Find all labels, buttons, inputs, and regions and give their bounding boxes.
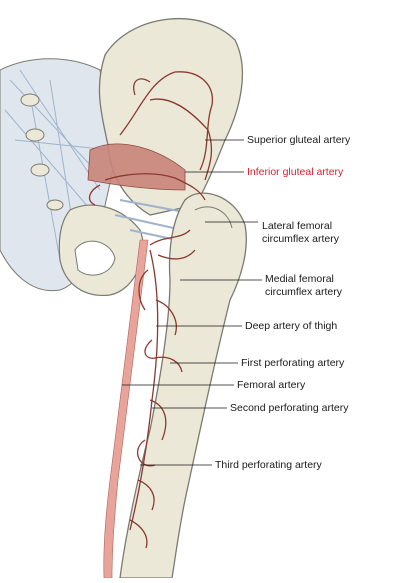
label-lateral-circumflex-line2: circumflex artery (262, 233, 340, 245)
label-inferior-gluteal-artery: Inferior gluteal artery (247, 166, 344, 178)
label-femoral-artery: Femoral artery (237, 379, 306, 391)
label-superior-gluteal-artery: Superior gluteal artery (247, 134, 351, 146)
femur-bone (119, 192, 247, 579)
label-deep-artery-of-thigh: Deep artery of thigh (245, 320, 338, 332)
label-third-perforating-artery: Third perforating artery (215, 459, 322, 471)
label-first-perforating-artery: First perforating artery (241, 357, 345, 369)
label-second-perforating-artery: Second perforating artery (230, 402, 349, 414)
label-medial-circumflex-line2: circumflex artery (265, 286, 343, 298)
label-lateral-circumflex-line1: Lateral femoral (262, 220, 333, 232)
leader-lines (122, 139, 262, 466)
label-medial-circumflex-line1: Medial femoral (265, 273, 334, 285)
artery-network (88, 71, 213, 549)
